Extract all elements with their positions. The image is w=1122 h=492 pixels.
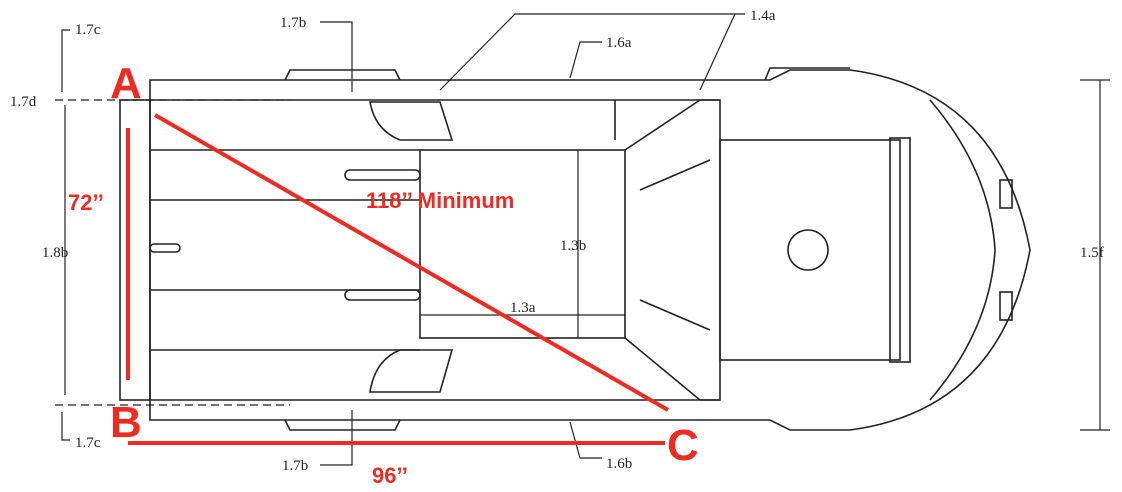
point-a: A (110, 59, 142, 108)
upper-window (369, 101, 454, 141)
width-72-label: 72’’ (68, 190, 104, 215)
stub-mid (149, 243, 181, 253)
leader-17b-bot (320, 410, 353, 466)
point-c: C (667, 421, 699, 470)
air-cleaner (787, 229, 829, 271)
line-118 (154, 113, 669, 412)
label-13b: 1.3b (560, 238, 586, 254)
lower-window (369, 349, 454, 393)
measurement-overlay (126, 113, 669, 445)
label-16b: 1.6b (606, 456, 632, 472)
point-b: B (110, 398, 142, 447)
engine-bay (719, 139, 901, 361)
label-18b: 1.8b (42, 245, 68, 261)
label-14a: 1.4a (750, 8, 776, 24)
leader-14a-2 (699, 13, 736, 91)
headlight-top (999, 179, 1013, 209)
grille-curve (929, 99, 996, 401)
tailgate (119, 99, 151, 401)
leader-14a-1 (439, 13, 745, 91)
body-outline (149, 69, 1031, 431)
diag-118-label: 118’’ Minimum (366, 188, 514, 213)
part-labels: 1.7c 1.7b 1.4a 1.6a 1.7d 1.8b 1.3b 1.3a … (10, 8, 1104, 474)
leader-16b (569, 421, 602, 459)
red-labels: A B C 72’’ 118’’ Minimum 96’’ (68, 59, 699, 488)
cage-box (419, 149, 626, 339)
headlight-bottom (999, 291, 1013, 321)
length-96-label: 96’’ (372, 463, 408, 487)
leader-17c-top (61, 29, 70, 92)
label-16a: 1.6a (606, 35, 632, 51)
vehicle-outline (119, 67, 1031, 431)
cage-tubes (624, 99, 721, 401)
rear-fender-bottom (284, 419, 401, 431)
label-17c-bot: 1.7c (75, 435, 101, 451)
leader-17b-top (320, 21, 353, 92)
label-17b-bot: 1.7b (282, 458, 308, 474)
label-17c-top: 1.7c (75, 22, 101, 38)
stub-upper (344, 169, 421, 181)
label-17b-top: 1.7b (280, 15, 306, 31)
leader-17c-bot (61, 412, 70, 441)
dimension-lines (55, 13, 1110, 466)
stub-lower (344, 289, 421, 301)
label-13a: 1.3a (510, 300, 536, 316)
radiator (889, 137, 911, 363)
label-15f: 1.5f (1080, 245, 1104, 261)
cage-braces (614, 100, 711, 331)
label-17d: 1.7d (10, 94, 37, 110)
front-fender-top (764, 67, 850, 81)
leader-16a (569, 41, 602, 79)
rear-fender-top (284, 69, 401, 81)
